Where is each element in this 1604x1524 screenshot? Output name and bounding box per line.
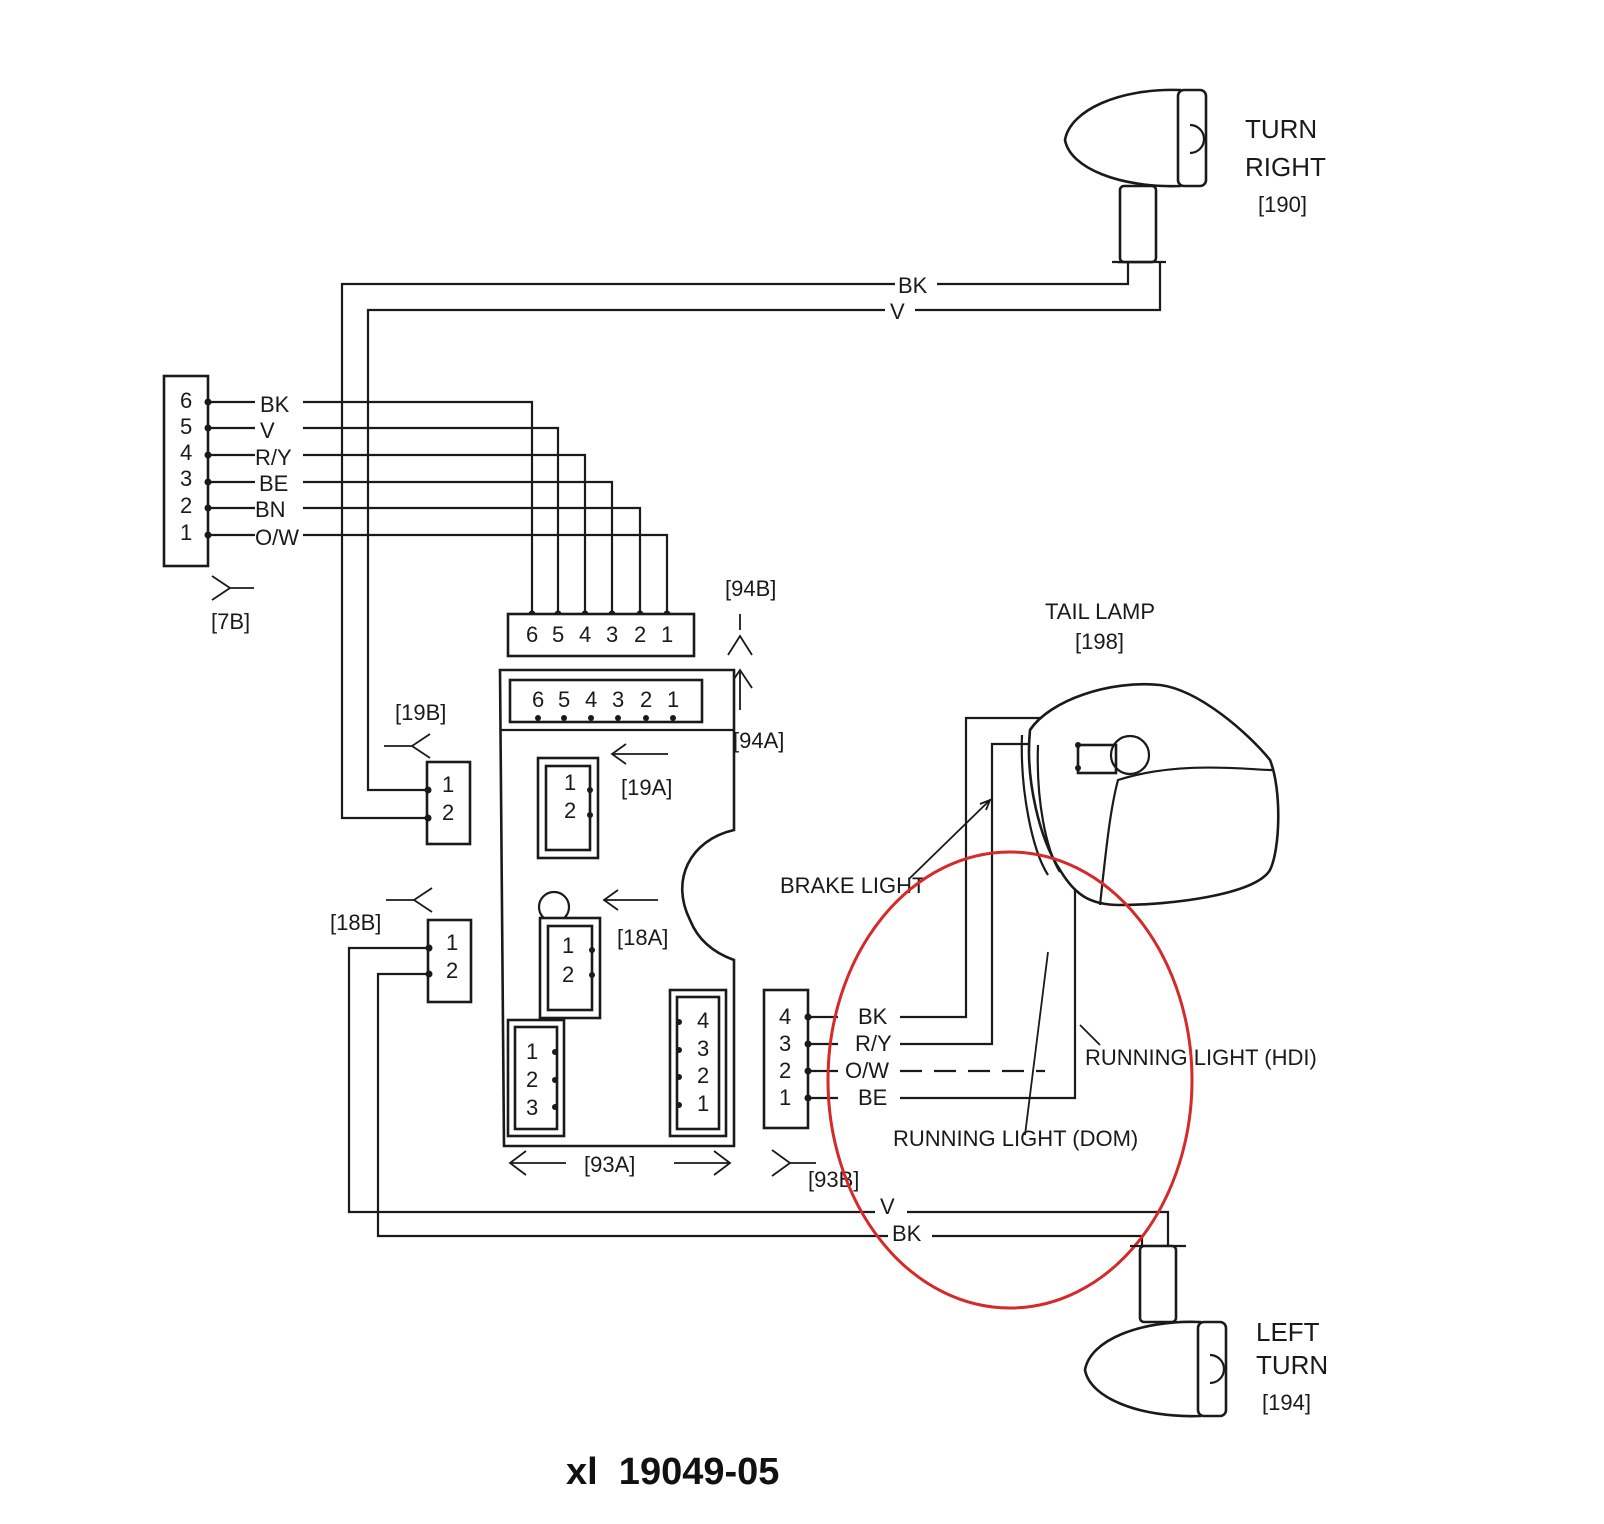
c7b-pin-3: 3 xyxy=(180,466,192,491)
svg-text:2: 2 xyxy=(634,622,646,647)
tail-lamp-ref: [198] xyxy=(1075,629,1124,654)
connector-19a-pins: 1 2 xyxy=(564,770,576,823)
turn-right-ref: [190] xyxy=(1258,192,1307,217)
connector-18b-pins: 1 2 xyxy=(446,930,458,983)
c7b-pin-4: 4 xyxy=(180,440,192,465)
running-light-dom-label: RUNNING LIGHT (DOM) xyxy=(893,1126,1138,1151)
svg-text:4: 4 xyxy=(697,1008,709,1033)
svg-text:4: 4 xyxy=(579,622,591,647)
svg-text:4: 4 xyxy=(779,1004,791,1029)
svg-text:3: 3 xyxy=(779,1031,791,1056)
c7b-wire-be: BE xyxy=(259,471,288,496)
connector-94a-pins: 6 5 4 3 2 1 xyxy=(532,687,679,712)
connector-93b-wire-labels: BK R/Y O/W BE xyxy=(845,1004,892,1110)
svg-text:2: 2 xyxy=(564,798,576,823)
connector-18a-ref: [18A] xyxy=(617,925,668,950)
svg-text:BK: BK xyxy=(858,1004,888,1029)
turn-right-lamp xyxy=(1063,88,1208,264)
connector-7b-pins: 6 5 4 3 2 1 xyxy=(180,388,192,545)
figure-code: xl 19049-05 xyxy=(566,1451,779,1493)
c7b-pin-1: 1 xyxy=(180,520,192,545)
left-turn-label-2: TURN xyxy=(1256,1350,1328,1380)
connector-93a-ref: [93A] xyxy=(584,1152,635,1177)
svg-text:2: 2 xyxy=(562,962,574,987)
brake-light-label: BRAKE LIGHT xyxy=(780,873,925,898)
svg-text:1: 1 xyxy=(446,930,458,955)
c7b-wire-bn: BN xyxy=(255,497,286,522)
left-turn-label-1: LEFT xyxy=(1256,1317,1320,1347)
svg-text:1: 1 xyxy=(442,772,454,797)
connector-93b-pins: 4 3 2 1 xyxy=(779,1004,791,1110)
tail-lamp-label: TAIL LAMP xyxy=(1045,599,1155,624)
c7b-wire-ow: O/W xyxy=(255,525,299,550)
connector-19b xyxy=(425,760,472,846)
turn-right-label-1: TURN xyxy=(1245,114,1317,144)
left-turn-lamp xyxy=(1083,1244,1228,1418)
svg-text:1: 1 xyxy=(779,1085,791,1110)
svg-text:6: 6 xyxy=(526,622,538,647)
connector-19b-pins: 1 2 xyxy=(442,772,454,825)
svg-text:2: 2 xyxy=(640,687,652,712)
connector-7b-ref: [7B] xyxy=(211,609,250,634)
connector-7b-wire-labels: BK V R/Y BE BN O/W xyxy=(255,392,299,550)
svg-text:1: 1 xyxy=(667,687,679,712)
connector-18a-pins: 1 2 xyxy=(562,933,574,987)
svg-text:2: 2 xyxy=(442,800,454,825)
connector-7b xyxy=(162,374,210,568)
c7b-wire-ry: R/Y xyxy=(255,445,292,470)
svg-text:5: 5 xyxy=(558,687,570,712)
svg-text:1: 1 xyxy=(526,1039,538,1064)
svg-text:2: 2 xyxy=(526,1067,538,1092)
left-turn-wire-v: V xyxy=(880,1194,895,1219)
svg-text:R/Y: R/Y xyxy=(855,1031,892,1056)
svg-text:2: 2 xyxy=(779,1058,791,1083)
right-turn-wire-v: V xyxy=(890,299,905,324)
c7b-wire-v: V xyxy=(260,418,275,443)
connector-94b-ref: [94B] xyxy=(725,576,776,601)
svg-text:O/W: O/W xyxy=(845,1058,889,1083)
running-light-hdi-label: RUNNING LIGHT (HDI) xyxy=(1085,1045,1317,1070)
c7b-wire-bk: BK xyxy=(260,392,290,417)
connector-18b-ref: [18B] xyxy=(330,910,381,935)
svg-text:2: 2 xyxy=(697,1063,709,1088)
connector-19a-ref: [19A] xyxy=(621,775,672,800)
svg-text:2: 2 xyxy=(446,958,458,983)
svg-text:1: 1 xyxy=(697,1091,709,1116)
svg-text:1: 1 xyxy=(562,933,574,958)
turn-right-label-2: RIGHT xyxy=(1245,152,1326,182)
connector-94b xyxy=(506,612,696,658)
svg-text:6: 6 xyxy=(532,687,544,712)
connector-93a-left-pins: 1 2 3 xyxy=(526,1039,538,1120)
svg-text:3: 3 xyxy=(697,1036,709,1061)
svg-text:4: 4 xyxy=(585,687,597,712)
connector-93b-ref: [93B] xyxy=(808,1167,859,1192)
connector-94a-ref: [94A] xyxy=(733,728,784,753)
svg-text:3: 3 xyxy=(606,622,618,647)
svg-text:5: 5 xyxy=(552,622,564,647)
right-turn-wire-bk: BK xyxy=(898,273,928,298)
left-turn-ref: [194] xyxy=(1262,1390,1311,1415)
tail-lamp xyxy=(1020,682,1280,907)
left-turn-wire-bk: BK xyxy=(892,1221,922,1246)
c7b-pin-5: 5 xyxy=(180,414,192,439)
highlight-circle xyxy=(826,850,1194,1310)
main-module xyxy=(498,668,736,1148)
svg-text:3: 3 xyxy=(526,1095,538,1120)
svg-text:BE: BE xyxy=(858,1085,887,1110)
connector-93a-right-pins: 4 3 2 1 xyxy=(697,1008,709,1116)
connector-94b-pins: 6 5 4 3 2 1 xyxy=(526,622,673,647)
connector-18b xyxy=(426,918,473,1004)
connector-93b xyxy=(762,988,810,1130)
c7b-pin-6: 6 xyxy=(180,388,192,413)
svg-text:1: 1 xyxy=(564,770,576,795)
svg-text:3: 3 xyxy=(612,687,624,712)
connector-19b-ref: [19B] xyxy=(395,700,446,725)
svg-text:1: 1 xyxy=(661,622,673,647)
c7b-pin-2: 2 xyxy=(180,493,192,518)
